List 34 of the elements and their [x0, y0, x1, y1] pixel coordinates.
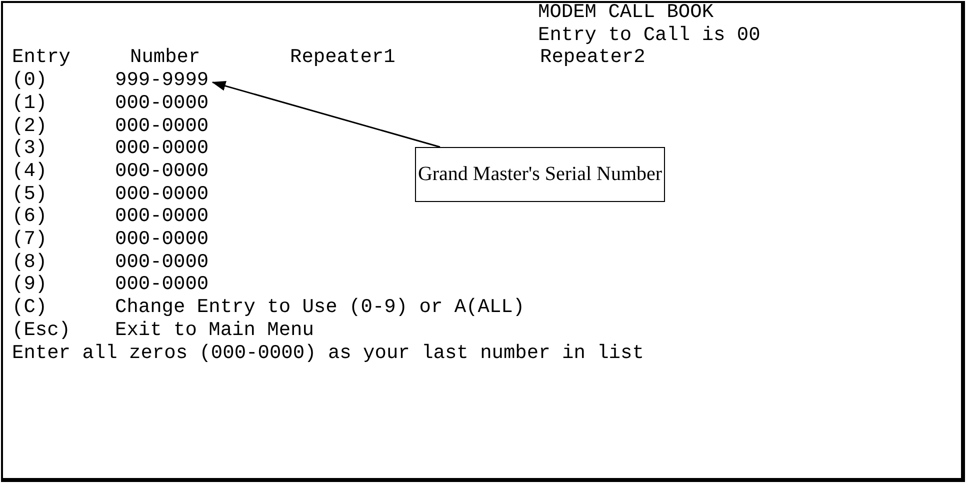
phone-number: 000-0000: [115, 137, 209, 160]
entry-index: (3): [12, 137, 48, 160]
menu-key: (Esc): [12, 318, 71, 341]
entry-index: (4): [12, 160, 48, 182]
entry-index: (2): [12, 114, 48, 136]
phone-number: 000-0000: [115, 182, 209, 205]
instruction-line: Enter all zeros (000-0000) as your last number in list: [12, 342, 644, 364]
callout-text: Grand Master's Serial Number: [418, 163, 662, 186]
status-line: Entry to Call is 00: [538, 24, 760, 46]
menu-option: Change Entry to Use (0-9) or A(ALL): [115, 296, 525, 318]
column-header: Repeater1: [290, 46, 396, 68]
entry-index: (9): [12, 273, 48, 296]
menu-option: Exit to Main Menu: [115, 318, 314, 341]
phone-number: 000-0000: [115, 114, 209, 136]
leader-line: [212, 81, 440, 148]
entry-index: (1): [12, 92, 48, 114]
entry-index: (7): [12, 228, 48, 250]
entry-index: (0): [12, 69, 48, 92]
phone-number: 000-0000: [115, 205, 209, 228]
entry-index: (6): [12, 205, 48, 228]
column-header: Entry: [12, 46, 71, 68]
phone-number: 999-9999: [115, 69, 209, 92]
phone-number: 000-0000: [115, 92, 209, 114]
phone-number: 000-0000: [115, 273, 209, 296]
phone-number: 000-0000: [115, 160, 209, 182]
entry-index: (8): [12, 250, 48, 273]
phone-number: 000-0000: [115, 250, 209, 273]
callout-box: [415, 147, 665, 202]
menu-key: (C): [12, 296, 48, 318]
screen-title: MODEM CALL BOOK: [538, 1, 714, 23]
column-header: Number: [130, 46, 200, 68]
entry-index: (5): [12, 182, 48, 205]
column-header: Repeater2: [540, 46, 646, 68]
phone-number: 000-0000: [115, 228, 209, 250]
